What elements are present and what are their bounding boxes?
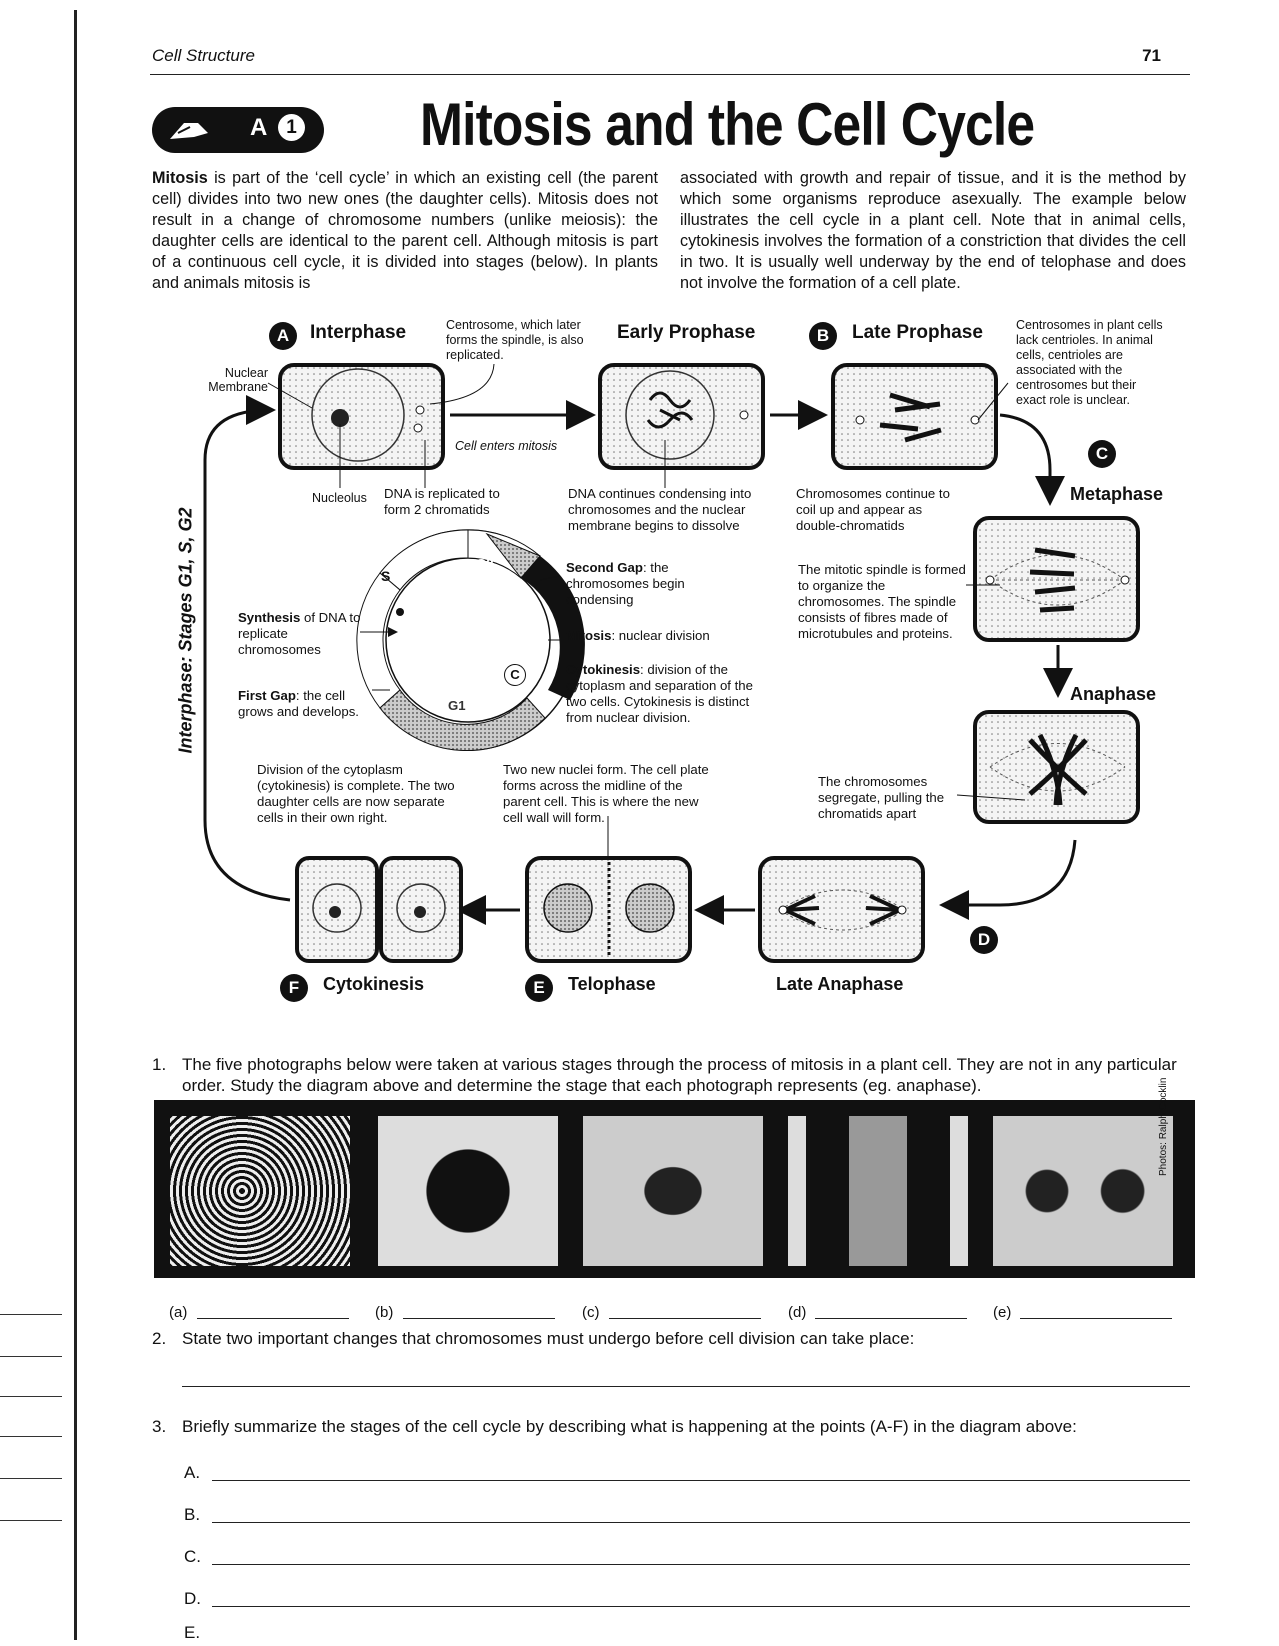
micrograph-d bbox=[788, 1116, 968, 1266]
micrograph-c bbox=[583, 1116, 763, 1266]
badge-d: D bbox=[970, 926, 998, 954]
cytokinesis-cells bbox=[297, 858, 461, 961]
question-1: 1. The five photographs below were taken… bbox=[152, 1054, 1192, 1075]
caption-nuclear-membrane: Nuclear Membrane bbox=[196, 366, 268, 394]
point-c-field[interactable] bbox=[212, 1564, 1190, 1565]
stage-metaphase: Metaphase bbox=[1070, 484, 1163, 505]
point-d-label: D. bbox=[184, 1588, 201, 1609]
stage-telophase: Telophase bbox=[568, 974, 656, 995]
late-prophase-cell bbox=[833, 365, 996, 468]
ring-letter-s: S bbox=[381, 568, 390, 584]
badge-c: C bbox=[1088, 440, 1116, 468]
stage-early-prophase: Early Prophase bbox=[617, 322, 755, 344]
badge-a: A bbox=[269, 322, 297, 350]
ring-letter-g1: G1 bbox=[448, 698, 466, 714]
early-prophase-cell bbox=[600, 365, 763, 468]
caption-nucleolus: Nucleolus bbox=[312, 490, 367, 506]
answer-field-b[interactable] bbox=[403, 1318, 555, 1319]
answer-label-b: (b) bbox=[375, 1302, 393, 1323]
caption-dna-condensing: DNA continues condensing into chromosome… bbox=[568, 486, 778, 534]
answer-label-a: (a) bbox=[169, 1302, 187, 1323]
question-3: 3. Briefly summarize the stages of the c… bbox=[152, 1416, 1192, 1437]
badge-f: F bbox=[280, 974, 308, 1002]
micrograph-e bbox=[993, 1116, 1173, 1266]
answer-field-c[interactable] bbox=[609, 1318, 761, 1319]
stage-interphase: Interphase bbox=[310, 322, 406, 344]
point-d-field[interactable] bbox=[212, 1606, 1190, 1607]
caption-cell-enters-mitosis: Cell enters mitosis bbox=[455, 438, 557, 454]
caption-chromosomes-coil: Chromosomes continue to coil up and appe… bbox=[796, 486, 966, 534]
second-gap-label: Second Gap: the chromosomes begin conden… bbox=[566, 560, 696, 608]
late-anaphase-cell bbox=[760, 858, 923, 961]
answer-label-d: (d) bbox=[788, 1302, 806, 1323]
cycle-ring bbox=[357, 530, 585, 751]
stage-anaphase: Anaphase bbox=[1070, 684, 1156, 705]
answer-label-c: (c) bbox=[582, 1302, 600, 1323]
interphase-cell bbox=[280, 365, 443, 468]
answer-field-a[interactable] bbox=[197, 1318, 349, 1319]
caption-cell-plate: Two new nuclei form. The cell plate form… bbox=[503, 762, 709, 826]
caption-centrosome: Centrosome, which later forms the spindl… bbox=[446, 318, 590, 363]
anaphase-cell bbox=[975, 712, 1138, 822]
caption-spindle: The mitotic spindle is formed to organiz… bbox=[798, 562, 970, 642]
telophase-cell bbox=[527, 858, 690, 961]
micrograph-a bbox=[170, 1116, 350, 1266]
point-b-field[interactable] bbox=[212, 1522, 1190, 1523]
ring-letter-m: M bbox=[518, 624, 530, 640]
badge-e: E bbox=[525, 974, 553, 1002]
ring-letter-c: C bbox=[504, 664, 526, 686]
point-a-field[interactable] bbox=[212, 1480, 1190, 1481]
point-e-label: E. bbox=[184, 1622, 200, 1643]
point-a-label: A. bbox=[184, 1462, 200, 1483]
caption-centrosomes-plant: Centrosomes in plant cells lack centriol… bbox=[1016, 318, 1166, 408]
mitosis-label: Mitosis: nuclear division bbox=[566, 628, 746, 644]
metaphase-cell bbox=[975, 518, 1138, 640]
micrograph-b bbox=[378, 1116, 558, 1266]
point-c-label: C. bbox=[184, 1546, 201, 1567]
first-gap-label: First Gap: the cell grows and develops. bbox=[238, 688, 378, 720]
caption-segregate: The chromosomes segregate, pulling the c… bbox=[818, 774, 958, 822]
answer-field-e[interactable] bbox=[1020, 1318, 1172, 1319]
point-b-label: B. bbox=[184, 1504, 200, 1525]
badge-b: B bbox=[809, 322, 837, 350]
caption-cytokinesis-complete: Division of the cytoplasm (cytokinesis) … bbox=[257, 762, 471, 826]
answer-field-d[interactable] bbox=[815, 1318, 967, 1319]
interphase-side-label: Interphase: Stages G1, S, G2 bbox=[176, 501, 197, 761]
cytokinesis-label: Cytokinesis: division of the cytoplasm a… bbox=[566, 662, 756, 726]
question-2: 2. State two important changes that chro… bbox=[152, 1328, 1192, 1349]
stage-cytokinesis: Cytokinesis bbox=[323, 974, 424, 995]
photo-credit: Photos: Ralph Cocklin bbox=[1158, 1078, 1169, 1176]
ring-letter-g2: G2 bbox=[476, 556, 494, 572]
stage-late-prophase: Late Prophase bbox=[852, 322, 983, 344]
question-2-answer-field[interactable] bbox=[182, 1386, 1190, 1387]
stage-late-anaphase: Late Anaphase bbox=[776, 974, 903, 995]
synthesis-label: Synthesis of DNA to replicate chromosome… bbox=[238, 610, 368, 658]
answer-label-e: (e) bbox=[993, 1302, 1011, 1323]
caption-dna-replicated: DNA is replicated to form 2 chromatids bbox=[384, 486, 524, 518]
